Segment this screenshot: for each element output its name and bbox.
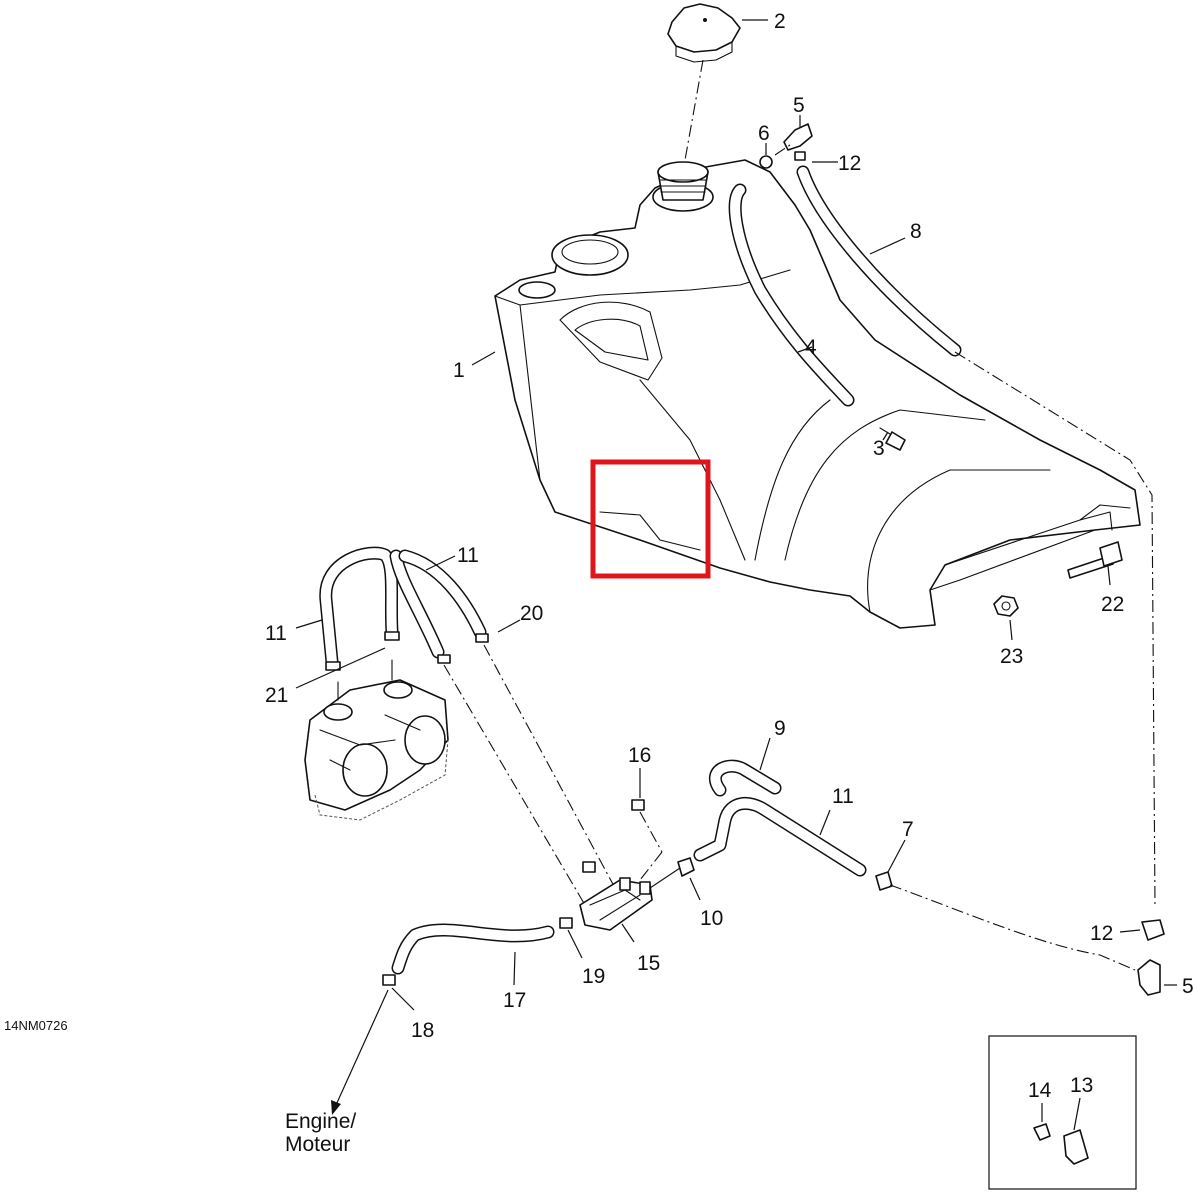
fuel-valve-15 (579, 799, 663, 931)
detail-inset (988, 1035, 1137, 1190)
clamp-12-top (794, 151, 806, 161)
clip-16 (631, 799, 645, 811)
leader-lines (295, 19, 1177, 1011)
fuel-tank (494, 159, 1141, 629)
callout-19: 19 (582, 965, 605, 988)
callout-10: 10 (700, 907, 723, 930)
callout-11-lower: 11 (832, 785, 854, 808)
callout-7: 7 (902, 818, 914, 841)
callout-4: 4 (805, 336, 817, 359)
clamp-12-bottom (1141, 919, 1165, 941)
callout-22: 22 (1101, 593, 1124, 616)
tie-13 (1063, 1129, 1089, 1165)
nut-23 (993, 595, 1019, 617)
callout-6: 6 (758, 122, 770, 145)
callout-5-bottom: 5 (1182, 975, 1194, 998)
highlight-box (590, 459, 711, 579)
vent-route-line (954, 351, 1156, 906)
reference-code: 14NM0726 (4, 1018, 68, 1033)
callout-labels: 1 2 3 4 5 5 6 7 8 9 10 11 11 11 12 12 13… (265, 10, 1194, 1102)
screw-14 (1033, 1123, 1051, 1141)
callout-23: 23 (1000, 645, 1023, 668)
callout-21: 21 (265, 684, 288, 707)
callout-14: 14 (1028, 1079, 1052, 1102)
washer-6 (759, 155, 773, 169)
connector-10 (677, 857, 695, 877)
callout-3: 3 (873, 437, 885, 460)
callout-11-left: 11 (265, 622, 287, 645)
elbow-fitting-5-bottom (1137, 959, 1161, 996)
callout-12-bottom: 12 (1090, 922, 1113, 945)
callout-15: 15 (637, 952, 660, 975)
callout-16: 16 (628, 744, 651, 767)
clamp-21-right (384, 631, 400, 641)
callout-2: 2 (774, 10, 786, 33)
carburetor-assembly (304, 659, 449, 821)
callout-18: 18 (411, 1019, 434, 1042)
upper-fuel-hoses (319, 546, 489, 671)
clamp-19 (559, 917, 573, 929)
fitting-3 (885, 431, 906, 451)
clamp-18 (382, 974, 396, 986)
cap-alignment-line (684, 59, 704, 161)
engine-label-line2: Moteur (285, 1133, 350, 1156)
clip-16-lower (582, 861, 596, 873)
callout-12-top: 12 (838, 152, 861, 175)
return-route-line (889, 884, 1136, 971)
clamp-7 (875, 871, 893, 891)
callout-13: 13 (1070, 1074, 1093, 1097)
engine-direction-arrow (331, 989, 389, 1115)
callout-5-top: 5 (793, 94, 805, 117)
lower-hoses (382, 759, 893, 986)
callout-11-top: 11 (457, 544, 479, 567)
callout-9: 9 (774, 717, 786, 740)
callout-20: 20 (520, 602, 543, 625)
engine-label-line1: Engine/ (285, 1110, 356, 1133)
bolt-and-nut (993, 541, 1123, 617)
callout-1: 1 (453, 359, 465, 382)
callout-8: 8 (910, 220, 922, 243)
fuel-filler-cap (667, 3, 741, 63)
callout-17: 17 (503, 989, 526, 1012)
right-fittings (1137, 919, 1165, 996)
elbow-fitting-5-top (783, 123, 813, 151)
clamp-20 (475, 633, 489, 643)
clamp-21-left (325, 661, 341, 671)
upper-fittings (759, 123, 962, 451)
bolt-22 (1067, 555, 1114, 579)
